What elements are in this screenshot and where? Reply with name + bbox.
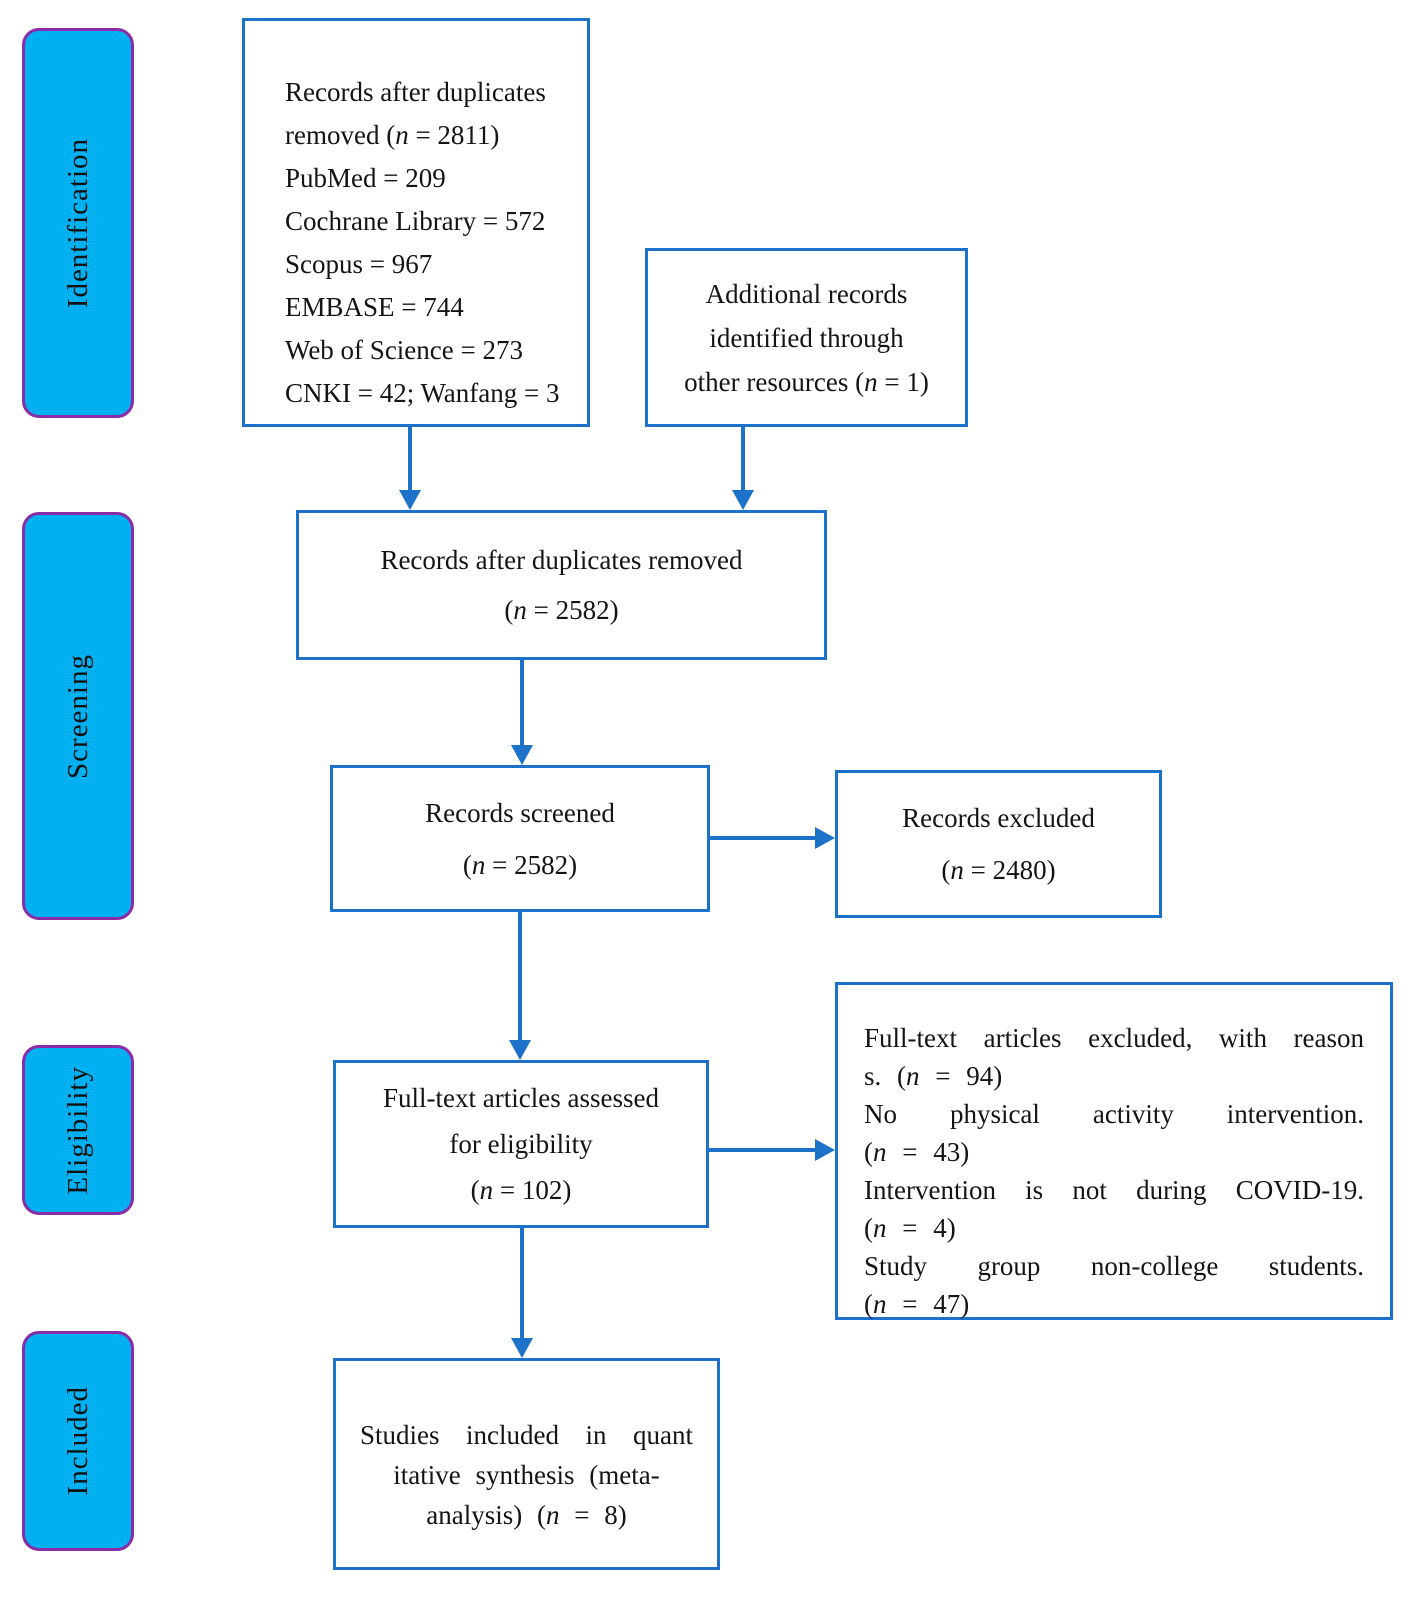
box-fulltext-excluded-reasons: Full-text articles excluded, with reason…	[835, 982, 1393, 1320]
text-line: (n = 47)	[864, 1289, 970, 1319]
arrow-head-down-icon	[511, 745, 533, 765]
text-line: Records screened	[425, 797, 615, 828]
text-line: analysis) (n = 8)	[426, 1500, 627, 1530]
text-line: Full-text articles excluded, with reason	[864, 1023, 1364, 1053]
text-line: removed (n = 2811)	[285, 120, 500, 150]
text-line: Cochrane Library = 572	[285, 206, 546, 236]
arrow-line	[741, 427, 745, 491]
text-line: (n = 4)	[864, 1213, 956, 1243]
arrow-head-right-icon	[815, 827, 835, 849]
text-line: Full-text articles assessed	[383, 1083, 659, 1113]
arrow-line	[518, 912, 522, 1041]
box-fulltext-assessed: Full-text articles assessed for eligibili…	[333, 1060, 709, 1228]
text-line: PubMed = 209	[285, 163, 446, 193]
box-records-screened: Records screened (n = 2582)	[330, 765, 710, 912]
arrow-head-down-icon	[732, 490, 754, 510]
text-line: No physical activity intervention.	[864, 1099, 1364, 1129]
text-line: identified through	[709, 322, 904, 353]
text-line: (n = 102)	[470, 1175, 572, 1205]
box-records-after-duplicates-removed: Records after duplicates removed (n = 258…	[296, 510, 827, 660]
text-line: (n = 43)	[864, 1137, 970, 1167]
box-records-identified: Records after duplicates removed (n = 281…	[242, 18, 590, 427]
text-line: Records after duplicates	[285, 77, 546, 107]
box-records-excluded: Records excluded (n = 2480)	[835, 770, 1162, 918]
arrow-head-down-icon	[509, 1040, 531, 1060]
arrow-line	[710, 836, 816, 840]
arrow-line	[408, 427, 412, 491]
text-line: Studies included in quant	[360, 1420, 693, 1450]
arrow-line	[709, 1148, 816, 1152]
stage-included: Included	[22, 1331, 134, 1551]
text-line: Scopus = 967	[285, 249, 433, 279]
text-line: Additional records	[705, 278, 908, 309]
stage-eligibility: Eligibility	[22, 1045, 134, 1215]
box-additional-records: Additional records identified through othe…	[645, 248, 968, 427]
text-line: CNKI = 42; Wanfang = 3	[285, 378, 560, 408]
text-line: other resources (n = 1)	[684, 366, 929, 397]
stage-screening: Screening	[22, 512, 134, 920]
arrow-line	[520, 660, 524, 746]
text-line: for eligibility	[449, 1129, 593, 1159]
text-line: Intervention is not during COVID-19.	[864, 1175, 1364, 1205]
text-line: s. (n = 94)	[864, 1061, 1003, 1091]
text-line: (n = 2480)	[941, 855, 1056, 885]
stage-identification: Identification	[22, 28, 134, 418]
text-line: Records after duplicates removed	[380, 545, 743, 575]
stage-included-label: Included	[61, 1386, 94, 1496]
stage-eligibility-label: Eligibility	[61, 1065, 94, 1195]
arrow-head-down-icon	[399, 490, 421, 510]
stage-identification-label: Identification	[61, 137, 94, 309]
arrow-head-right-icon	[815, 1139, 835, 1161]
text-line: itative synthesis (meta-	[393, 1460, 660, 1490]
arrow-head-down-icon	[511, 1338, 533, 1358]
text-line: Study group non-college students.	[864, 1251, 1364, 1281]
text-line: Web of Science = 273	[285, 335, 523, 365]
arrow-line	[520, 1228, 524, 1339]
text-line: (n = 2582)	[504, 595, 619, 625]
stage-screening-label: Screening	[61, 653, 94, 779]
text-line: Records excluded	[902, 803, 1095, 833]
box-studies-included: Studies included in quant itative synthes…	[333, 1358, 720, 1570]
text-line: EMBASE = 744	[285, 292, 464, 322]
text-line: (n = 2582)	[462, 849, 578, 880]
